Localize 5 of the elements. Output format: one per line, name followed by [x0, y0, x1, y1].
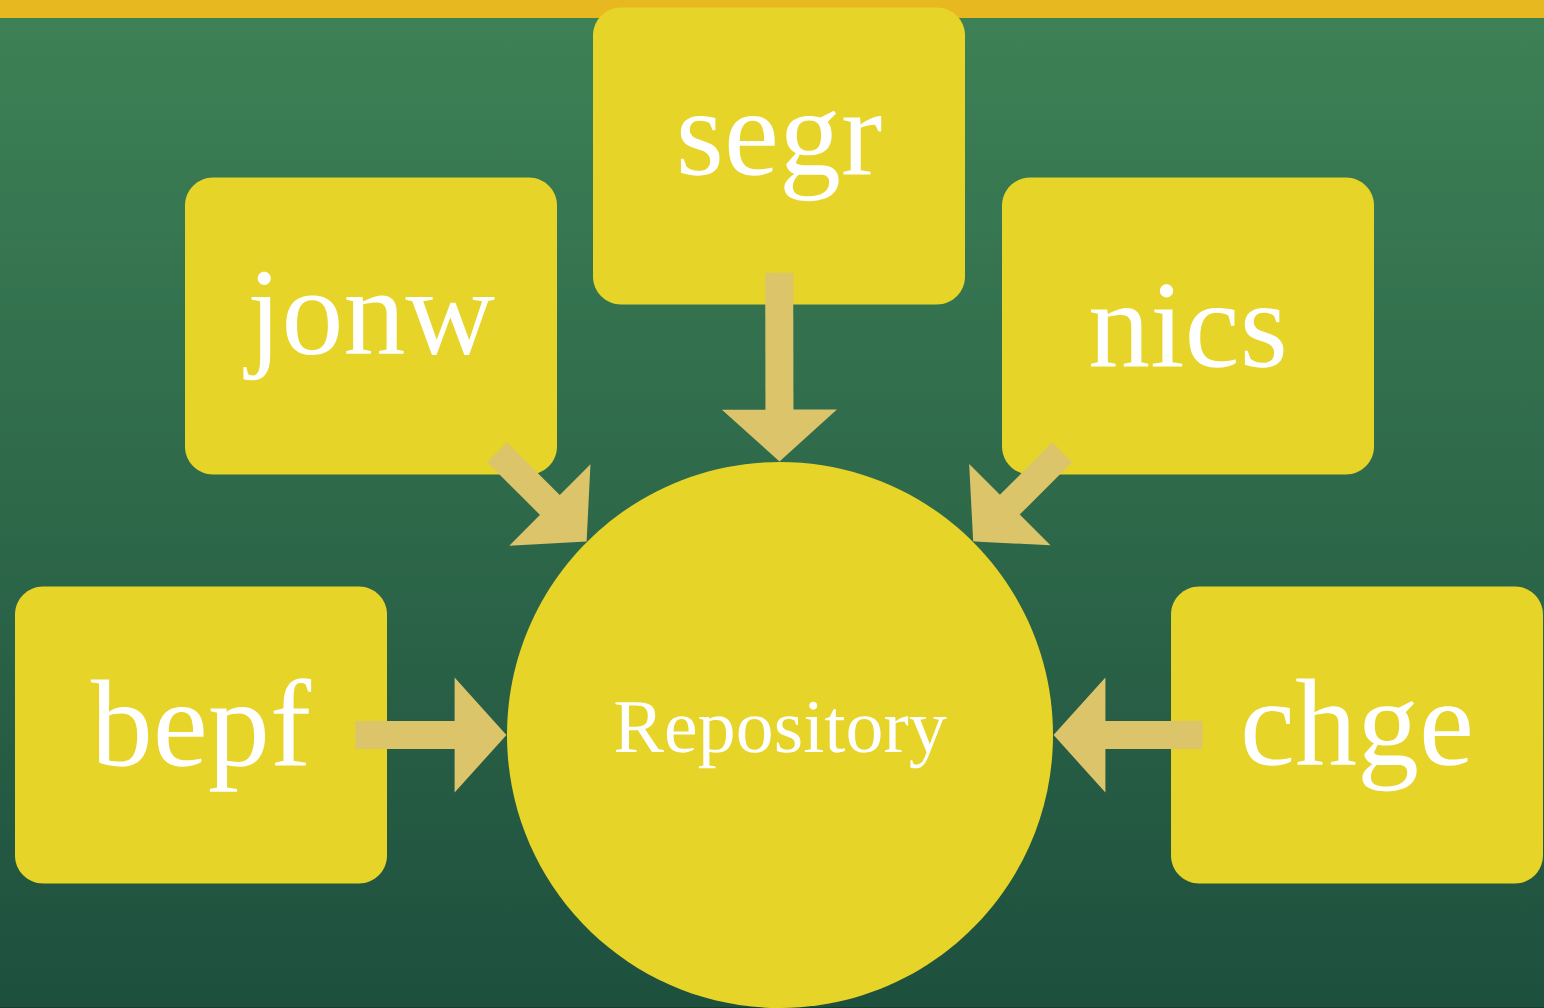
user-box: nics — [1002, 177, 1374, 475]
user-box: bepf — [15, 586, 387, 884]
user-box: chge — [1171, 586, 1543, 884]
user-box: segr — [593, 7, 965, 305]
user-box: jonw — [185, 177, 557, 475]
